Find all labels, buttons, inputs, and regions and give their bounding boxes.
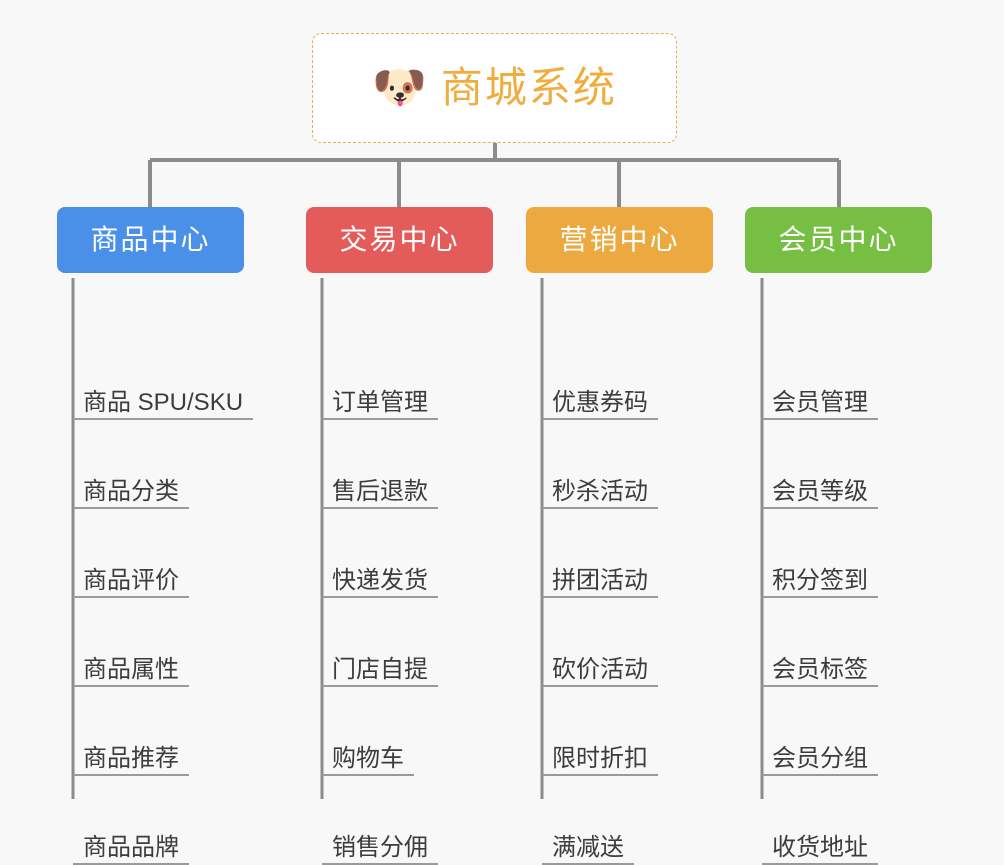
leaf-item[interactable]: 商品属性 [73, 645, 189, 687]
leaf-item[interactable]: 会员标签 [762, 645, 878, 687]
column-product-center: 商品中心商品 SPU/SKU 商品分类商品评价商品属性商品推荐商品品牌 [57, 207, 254, 865]
leaf-item-label: 限时折扣 [552, 745, 648, 772]
leaf-item-label: 商品属性 [83, 656, 179, 683]
leaf-item-label: 购物车 [332, 745, 404, 772]
leaf-item[interactable]: 拼团活动 [542, 556, 658, 598]
root-node[interactable]: 🐶 商城系统 [312, 33, 677, 143]
leaf-item-label: 会员等级 [772, 478, 868, 505]
leaf-item-label: 优惠券码 [552, 389, 648, 416]
leaf-item[interactable]: 满减送 [542, 823, 634, 865]
leaf-item-label: 商品 SPU/SKU [83, 389, 244, 416]
leaf-item-label: 商品分类 [83, 478, 179, 505]
leaf-item[interactable]: 门店自提 [322, 645, 438, 687]
leaf-item[interactable]: 商品推荐 [73, 734, 189, 776]
leaf-item[interactable]: 限时折扣 [542, 734, 658, 776]
column-marketing-center: 营销中心优惠券码秒杀活动拼团活动砍价活动限时折扣满减送 [526, 207, 713, 865]
leaf-item[interactable]: 售后退款 [322, 467, 438, 509]
leaf-item[interactable]: 订单管理 [322, 378, 438, 420]
leaf-item-label: 会员分组 [772, 745, 868, 772]
leaf-item-label: 会员管理 [772, 389, 868, 416]
leaf-item[interactable]: 会员分组 [762, 734, 878, 776]
leaf-item-label: 拼团活动 [552, 567, 648, 594]
leaf-item-label: 积分签到 [772, 567, 868, 594]
leaf-item[interactable]: 快递发货 [322, 556, 438, 598]
leaf-item-label: 门店自提 [332, 656, 428, 683]
column-trade-center: 交易中心订单管理售后退款快递发货门店自提购物车销售分佣 [306, 207, 493, 865]
leaf-item-label: 秒杀活动 [552, 478, 648, 505]
category-header-label: 营销中心 [559, 224, 680, 255]
leaf-item[interactable]: 秒杀活动 [542, 467, 658, 509]
category-header-label: 商品中心 [90, 224, 211, 255]
leaf-item-label: 订单管理 [332, 389, 428, 416]
leaf-item[interactable]: 收货地址 [762, 823, 878, 865]
category-header-label: 会员中心 [778, 224, 899, 255]
leaf-item-label: 砍价活动 [552, 656, 648, 683]
dog-face-icon: 🐶 [372, 63, 427, 112]
leaf-item[interactable]: 购物车 [322, 734, 414, 776]
category-header-label: 交易中心 [339, 224, 460, 255]
mindmap-canvas: 🐶 商城系统 商品中心商品 SPU/SKU 商品分类商品评价商品属性商品推荐商品品… [57, 33, 932, 865]
leaf-item[interactable]: 砍价活动 [542, 645, 658, 687]
leaf-item-label: 商品评价 [83, 567, 179, 594]
category-header-marketing-center[interactable]: 营销中心 [526, 207, 713, 273]
leaf-item[interactable]: 商品评价 [73, 556, 189, 598]
column-member-center: 会员中心会员管理会员等级积分签到会员标签会员分组收货地址 [745, 207, 932, 865]
leaf-item[interactable]: 商品 SPU/SKU [73, 378, 254, 420]
leaf-item[interactable]: 商品品牌 [73, 823, 189, 865]
category-header-member-center[interactable]: 会员中心 [745, 207, 932, 273]
category-header-product-center[interactable]: 商品中心 [57, 207, 244, 273]
root-title: 商城系统 [440, 64, 617, 111]
leaf-item[interactable]: 销售分佣 [322, 823, 438, 865]
leaf-item[interactable]: 会员等级 [762, 467, 878, 509]
leaf-item-label: 售后退款 [332, 478, 428, 505]
leaf-item-label: 快递发货 [332, 567, 428, 594]
leaf-item-label: 商品推荐 [83, 745, 179, 772]
leaf-item[interactable]: 会员管理 [762, 378, 878, 420]
leaf-item[interactable]: 积分签到 [762, 556, 878, 598]
leaf-item[interactable]: 优惠券码 [542, 378, 658, 420]
category-header-trade-center[interactable]: 交易中心 [306, 207, 493, 273]
leaf-item-label: 会员标签 [772, 656, 868, 683]
leaf-item[interactable]: 商品分类 [73, 467, 189, 509]
